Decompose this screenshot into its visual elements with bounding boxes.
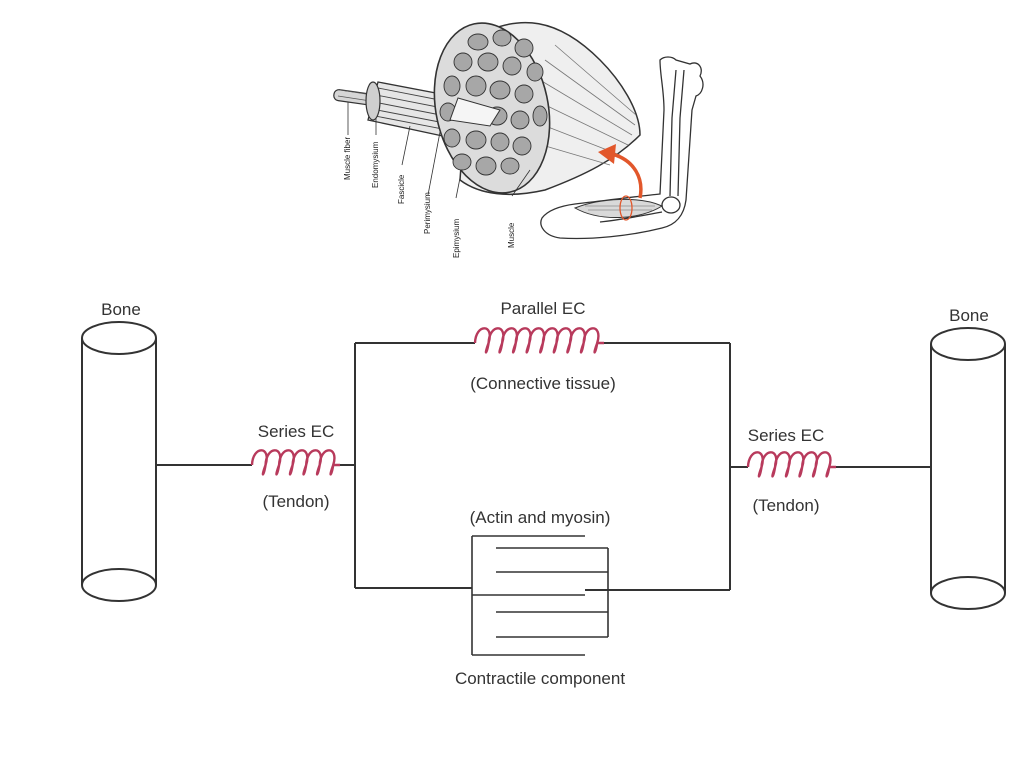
left-bone-label: Bone (101, 300, 141, 319)
label-muscle-fiber: Muscle fiber (343, 137, 352, 180)
label-leaders (347, 102, 531, 199)
right-bone (930, 327, 1006, 610)
contractile-bottom-label: Contractile component (455, 669, 625, 688)
connector-lines (156, 342, 931, 591)
parallel-sublabel: (Connective tissue) (470, 374, 616, 393)
hill-muscle-model: Bone Bone Series EC (Tendon) Paral (81, 299, 1006, 688)
right-series-spring (746, 451, 836, 478)
contractile-top-label: (Actin and myosin) (470, 508, 611, 527)
left-bone (81, 321, 157, 602)
right-bone-label: Bone (949, 306, 989, 325)
contractile-component (471, 535, 609, 656)
right-series-label: Series EC (748, 426, 825, 445)
parallel-spring (473, 327, 604, 354)
left-series-spring (250, 449, 340, 476)
label-epimysium: Epimysium (452, 219, 461, 258)
parallel-label: Parallel EC (500, 299, 585, 318)
label-muscle: Muscle (507, 222, 516, 248)
right-series-sublabel: (Tendon) (752, 496, 819, 515)
left-series-label: Series EC (258, 422, 335, 441)
label-endomysium: Endomysium (371, 141, 380, 188)
muscle-anatomy-illustration: Muscle fiber Endomysium Fascicle Perimys… (333, 21, 704, 258)
label-perimysium: Perimysium (423, 192, 432, 234)
muscle-drawing (433, 21, 641, 196)
biceps-drawing (573, 195, 664, 221)
label-fascicle: Fascicle (397, 174, 406, 204)
zoom-arrow (598, 144, 643, 199)
left-series-sublabel: (Tendon) (262, 492, 329, 511)
